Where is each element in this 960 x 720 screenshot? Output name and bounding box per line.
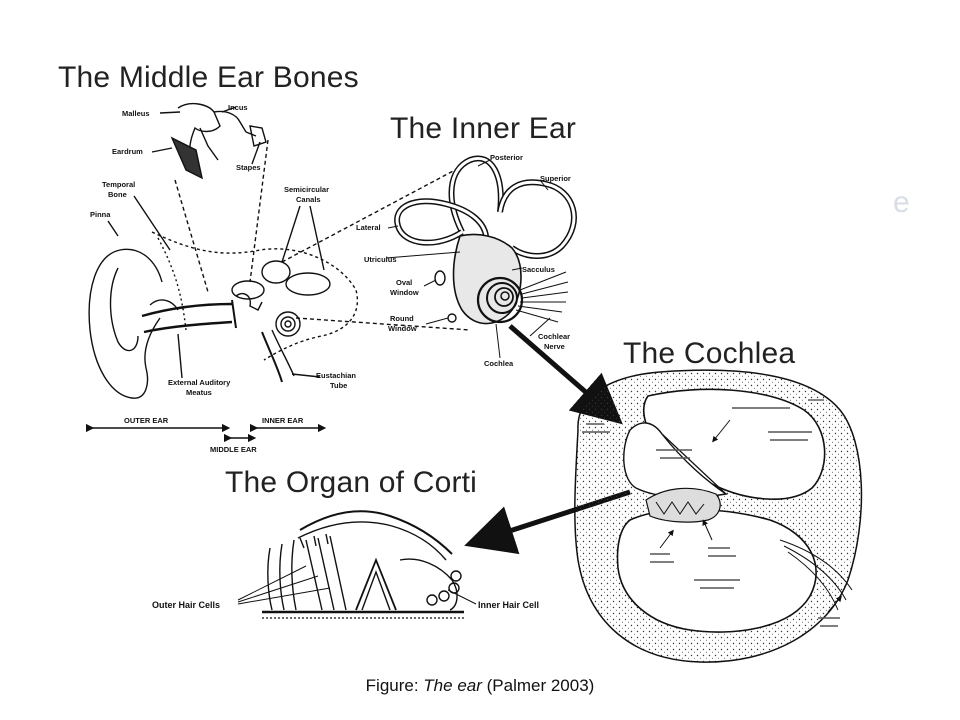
label-window-round: Window [388, 324, 417, 333]
pinna-drawing [88, 248, 179, 399]
label-inner-hair-cell: Inner Hair Cell [478, 600, 539, 610]
ossicles-drawing [170, 102, 267, 180]
label-eustachian: Eustachian [316, 371, 356, 380]
label-incus: Incus [228, 103, 248, 112]
ghost-text: e [893, 186, 910, 219]
caption-prefix: Figure: [365, 676, 424, 695]
label-inner-ear-range: INNER EAR [262, 416, 304, 425]
label-posterior: Posterior [490, 153, 523, 162]
label-cochlea-small: Cochlea [484, 359, 514, 368]
label-pinna: Pinna [90, 210, 111, 219]
caption-title: The ear [423, 676, 482, 695]
label-cochlear: Cochlear [538, 332, 570, 341]
inner-ear-panel [385, 155, 577, 359]
label-bone: Bone [108, 190, 127, 199]
label-round: Round [390, 314, 414, 323]
middle-ear-panel [85, 102, 471, 443]
label-canals: Canals [296, 195, 321, 204]
organ-of-corti-panel [237, 510, 477, 619]
label-utriculus: Utriculus [364, 255, 397, 264]
title-middle-ear-bones: The Middle Ear Bones [58, 61, 359, 94]
label-tube: Tube [330, 381, 347, 390]
label-outer-hair-cells: Outer Hair Cells [152, 600, 220, 610]
label-sacculus: Sacculus [522, 265, 555, 274]
label-window-oval: Window [390, 288, 419, 297]
label-stapes: Stapes [236, 163, 261, 172]
label-outer-ear: OUTER EAR [124, 416, 169, 425]
title-cochlea: The Cochlea [623, 337, 796, 370]
label-oval: Oval [396, 278, 412, 287]
label-superior: Superior [540, 174, 571, 183]
label-meatus: Meatus [186, 388, 212, 397]
caption-suffix: (Palmer 2003) [481, 676, 595, 695]
figure-caption: Figure: The ear (Palmer 2003) [0, 676, 960, 696]
label-external-auditory: External Auditory [168, 378, 231, 387]
label-middle-ear: MIDDLE EAR [210, 445, 257, 454]
label-malleus: Malleus [122, 109, 150, 118]
label-semicircular: Semicircular [284, 185, 329, 194]
label-temporal: Temporal [102, 180, 135, 189]
cochlea-panel [574, 369, 863, 663]
arrow-to-cochlea [508, 324, 623, 425]
label-eardrum: Eardrum [112, 147, 143, 156]
label-lateral: Lateral [356, 223, 381, 232]
title-inner-ear: The Inner Ear [390, 112, 577, 145]
label-nerve: Nerve [544, 342, 565, 351]
title-organ-of-corti: The Organ of Corti [225, 466, 478, 499]
